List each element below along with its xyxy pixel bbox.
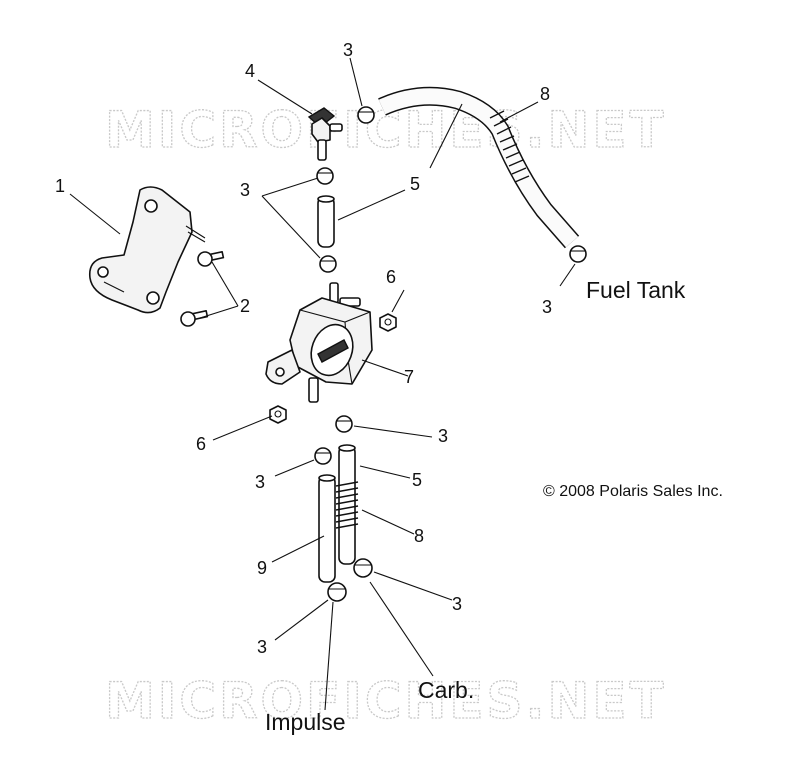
bolts	[180, 250, 225, 327]
callout-6-left: 6	[196, 434, 206, 454]
lower-tube-9	[318, 474, 336, 583]
label-carb: Carb.	[418, 677, 474, 703]
clamp-top-hose	[316, 167, 334, 185]
clamp-mid-hose	[319, 255, 337, 273]
callout-6-right: 6	[386, 267, 396, 287]
callout-9: 9	[257, 558, 267, 578]
clamp-top-valve	[357, 106, 375, 124]
callout-3-tank: 3	[542, 297, 552, 317]
clamp-left-low	[327, 582, 347, 602]
spring-guard-lower	[335, 481, 359, 529]
callout-3-right-low: 3	[452, 594, 462, 614]
watermark-bottom: MICROFICHES.NET	[105, 672, 667, 730]
clamp-tank	[569, 245, 587, 263]
short-hose-upper	[317, 195, 335, 248]
callout-5-lower: 5	[412, 470, 422, 490]
lower-hose-right	[335, 444, 359, 565]
mounting-bracket	[88, 186, 206, 314]
callout-8-upper: 8	[540, 84, 550, 104]
shutoff-valve	[307, 107, 343, 161]
callout-2: 2	[240, 296, 250, 316]
nut-left	[269, 405, 287, 424]
callout-3-left-low: 3	[257, 637, 267, 657]
callout-1: 1	[55, 176, 65, 196]
callout-8-lower: 8	[414, 526, 424, 546]
callout-3-left: 3	[240, 180, 250, 200]
callout-4: 4	[245, 61, 255, 81]
label-fuel-tank: Fuel Tank	[586, 277, 686, 303]
bolt-upper	[197, 250, 225, 267]
callout-3-top: 3	[343, 40, 353, 60]
leader-lines	[69, 57, 576, 711]
copyright-notice: © 2008 Polaris Sales Inc.	[543, 483, 723, 500]
clamp-right-mid	[335, 415, 353, 433]
callout-5-line: 5	[410, 174, 420, 194]
callout-7: 7	[404, 367, 414, 387]
bolt-lower	[180, 309, 209, 327]
spring-guard-upper	[489, 110, 530, 183]
label-impulse: Impulse	[265, 709, 346, 735]
upper-fuel-hose	[378, 86, 580, 249]
clamp-left-mid	[314, 447, 332, 465]
fuel-pump	[265, 282, 373, 403]
clamp-right-low	[353, 558, 373, 578]
callout-3-left-mid: 3	[255, 472, 265, 492]
callout-3-right-mid: 3	[438, 426, 448, 446]
nut-right	[379, 313, 397, 332]
